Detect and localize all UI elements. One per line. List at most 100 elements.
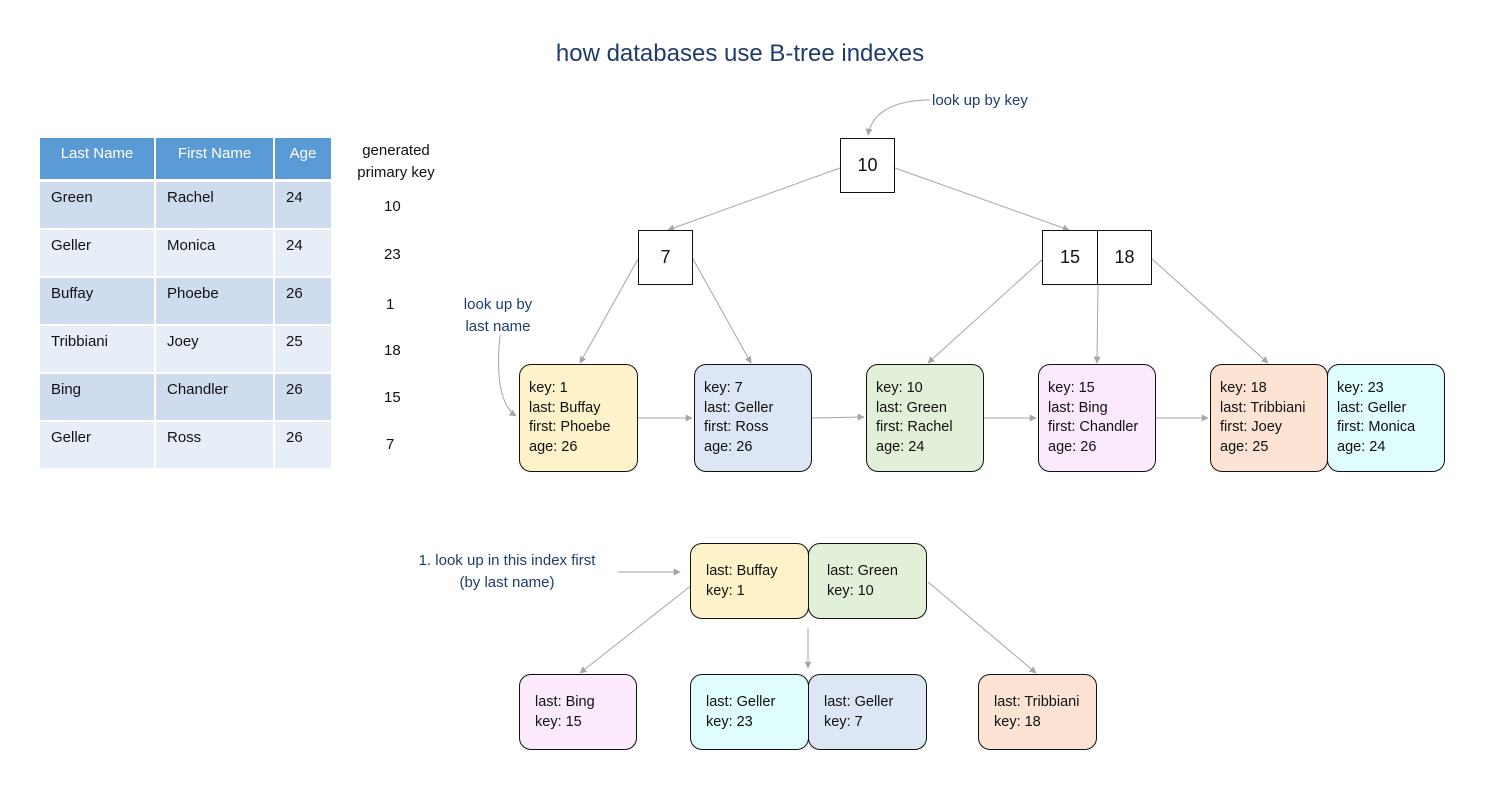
table-row: Geller Ross 26 (40, 422, 333, 470)
btree-internal-node: 7 (638, 230, 693, 285)
index-leaf-node: last: Tribbiani key: 18 (978, 674, 1097, 750)
edge-7-leaf2 (692, 258, 752, 364)
cell-last-name: Tribbiani (40, 326, 156, 374)
edge-15-leaf3 (927, 258, 1044, 364)
table-row: Buffay Phoebe 26 (40, 278, 333, 326)
column-header-age: Age (275, 138, 333, 182)
cell-age: 26 (275, 374, 333, 422)
btree-leaf-node: key: 7 last: Geller first: Ross age: 26 (694, 364, 812, 472)
index-last: last: Geller (706, 694, 776, 710)
cell-age: 25 (275, 326, 333, 374)
cell-last-name: Geller (40, 422, 156, 470)
annotation-line: (by last name) (459, 574, 555, 591)
btree-leaf-node: key: 15 last: Bing first: Chandler age: … (1038, 364, 1156, 472)
cell-last-name: Buffay (40, 278, 156, 326)
table-row: Tribbiani Joey 25 (40, 326, 333, 374)
primary-key-header-line2: primary key (357, 164, 435, 181)
cell-first-name: Rachel (156, 182, 275, 230)
index-root-entry: last: Green key: 10 (808, 543, 927, 619)
index-leaf-node: last: Geller key: 7 (808, 674, 927, 750)
cell-first-name: Joey (156, 326, 275, 374)
leaf-last: last: Bing (1048, 399, 1108, 416)
leaf-key: key: 23 (1337, 380, 1384, 396)
cell-last-name: Geller (40, 230, 156, 278)
cell-age: 24 (275, 230, 333, 278)
page-title: how databases use B-tree indexes (555, 40, 925, 67)
primary-key-value: 1 (386, 296, 395, 313)
people-table: Last Name First Name Age Green Rachel 24… (40, 138, 333, 470)
annotation-lookup-by-last-name: look up by last name (440, 294, 556, 338)
primary-key-value: 18 (384, 342, 401, 359)
leaf-age: age: 25 (1220, 438, 1269, 455)
index-key: key: 1 (706, 582, 745, 599)
edge-15-leaf4 (1093, 284, 1101, 364)
index-last: last: Bing (535, 694, 595, 710)
leaf-first: first: Rachel (876, 419, 953, 435)
index-root-entry: last: Buffay key: 1 (690, 543, 809, 619)
index-leaf-node: last: Geller key: 23 (690, 674, 809, 750)
cell-first-name: Ross (156, 422, 275, 470)
leaf-key: key: 1 (529, 380, 568, 396)
primary-key-value: 7 (386, 436, 395, 453)
table-row: Bing Chandler 26 (40, 374, 333, 422)
annotation-lookup-by-key: look up by key (932, 92, 1028, 109)
edge-7-leaf1 (579, 258, 639, 364)
edge-18-leaf5 (1151, 258, 1269, 364)
leaf-age: age: 26 (1048, 438, 1097, 455)
btree-leaf-node: key: 1 last: Buffay first: Phoebe age: 2… (519, 364, 638, 472)
primary-key-header-line1: generated (362, 142, 430, 159)
leaf-last: last: Buffay (529, 399, 601, 416)
leaf-key: key: 15 (1048, 380, 1095, 396)
leaf-key: key: 7 (704, 380, 743, 396)
cell-first-name: Phoebe (156, 278, 275, 326)
annotation-line: look up by (463, 296, 533, 313)
index-key: key: 7 (824, 713, 863, 730)
primary-key-value: 23 (384, 246, 401, 263)
table-row: Green Rachel 24 (40, 182, 333, 230)
btree-leaf-node: key: 10 last: Green first: Rachel age: 2… (866, 364, 984, 472)
leaf-key: key: 10 (876, 380, 923, 396)
leaf-first: first: Ross (704, 419, 769, 435)
leaf-last: last: Geller (704, 399, 774, 416)
index-last: last: Buffay (706, 563, 778, 579)
edge-idx-right (927, 581, 1037, 674)
index-last: last: Green (827, 563, 898, 579)
index-last: last: Geller (824, 694, 894, 710)
primary-key-header: generated primary key (345, 140, 447, 184)
lookup-key-arrow (865, 99, 931, 136)
leaf-key: key: 18 (1220, 380, 1267, 396)
index-leaf-node: last: Bing key: 15 (519, 674, 637, 750)
edge-root-left (667, 167, 841, 232)
btree-root-node: 10 (840, 138, 895, 193)
primary-key-value: 15 (384, 389, 401, 406)
lookup-last-name-arrow (498, 334, 517, 417)
index-key: key: 18 (994, 713, 1041, 730)
cell-age: 24 (275, 182, 333, 230)
column-header-last-name: Last Name (40, 138, 156, 182)
table-row: Geller Monica 24 (40, 230, 333, 278)
edge-idx-left (579, 584, 693, 674)
cell-first-name: Monica (156, 230, 275, 278)
column-header-first-name: First Name (156, 138, 275, 182)
leaf-age: age: 24 (876, 438, 925, 455)
btree-leaf-node: key: 18 last: Tribbiani first: Joey age:… (1210, 364, 1328, 472)
index-last: last: Tribbiani (994, 694, 1080, 710)
leaf-age: age: 24 (1337, 438, 1386, 455)
index-key: key: 10 (827, 582, 874, 599)
btree-internal-node-key: 18 (1097, 230, 1152, 285)
annotation-step1: 1. look up in this index first (by last … (396, 550, 618, 594)
cell-age: 26 (275, 422, 333, 470)
btree-leaf-node: key: 23 last: Geller first: Monica age: … (1327, 364, 1445, 472)
leaf-first: first: Joey (1220, 419, 1283, 435)
annotation-line: 1. look up in this index first (418, 552, 596, 569)
leaf-first: first: Phoebe (529, 419, 611, 435)
index-key: key: 15 (535, 713, 582, 730)
leaf-last: last: Green (876, 399, 947, 416)
cell-last-name: Bing (40, 374, 156, 422)
annotation-line: last name (465, 318, 531, 335)
leaf-last: last: Tribbiani (1220, 399, 1306, 416)
cell-first-name: Chandler (156, 374, 275, 422)
index-key: key: 23 (706, 713, 753, 730)
leaf-age: age: 26 (704, 438, 753, 455)
cell-age: 26 (275, 278, 333, 326)
